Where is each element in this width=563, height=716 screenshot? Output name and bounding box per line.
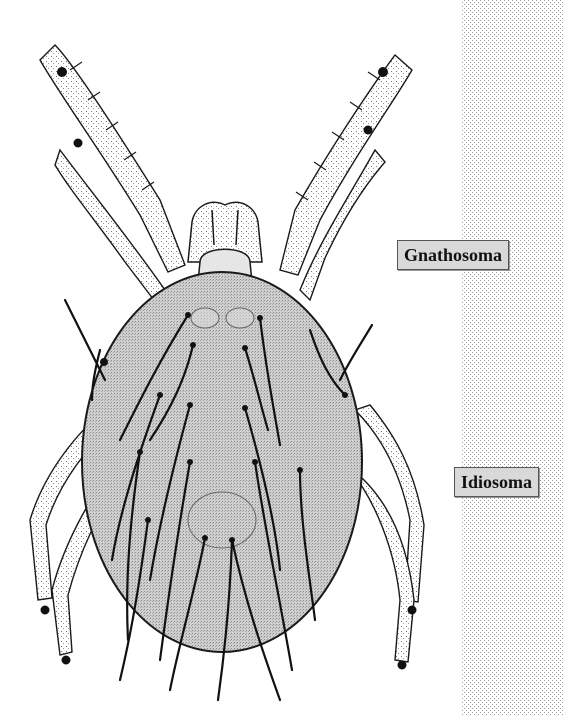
leg-rear-right-1 (355, 405, 424, 602)
leg-front-right (280, 55, 412, 275)
label-gnathosoma: Gnathosoma (397, 240, 509, 270)
stipple-margin (462, 0, 563, 716)
label-idiosoma: Idiosoma (454, 467, 539, 497)
idiosoma-body (82, 272, 362, 652)
gnathosoma-mouthparts (188, 202, 262, 282)
